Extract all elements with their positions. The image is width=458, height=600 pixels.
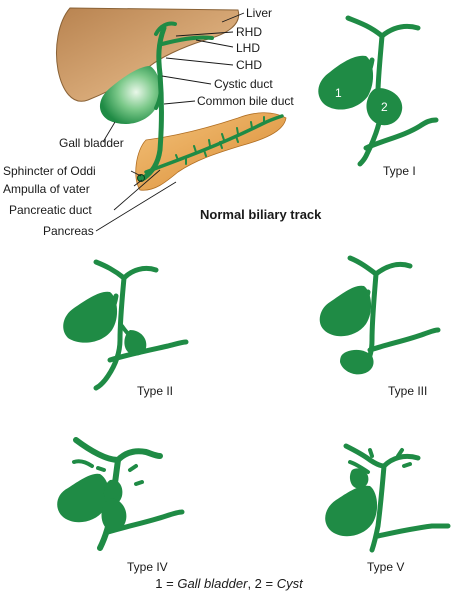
diagram-title: Normal biliary track [200, 207, 322, 222]
label-pancreas: Pancreas [43, 224, 94, 238]
label-cystic-duct: Cystic duct [214, 77, 273, 91]
type-5-label: Type V [367, 560, 404, 574]
type3-gall-bladder [319, 285, 372, 337]
ampulla-dot [137, 174, 145, 182]
type1-number-2: 2 [381, 100, 388, 114]
label-rhd: RHD [236, 25, 262, 39]
type2-gall-bladder [63, 291, 118, 343]
leader-lines [95, 12, 245, 232]
type-1-diagram: 1 2 Type I [318, 15, 439, 178]
type-4-diagram: Type IV [57, 437, 185, 574]
label-gall-bladder: Gall bladder [59, 136, 124, 150]
type-1-label: Type I [383, 164, 416, 178]
label-liver: Liver [246, 6, 272, 20]
type4-extrahepatic-cyst [101, 498, 127, 531]
gall-bladder-shape [99, 66, 161, 124]
caption-cyst: Cyst [276, 576, 303, 591]
caption-number-2: , 2 = [247, 576, 277, 591]
caption-number-1: 1 = [155, 576, 178, 591]
type1-cyst [366, 88, 403, 126]
type4-intrahepatic-cyst-1 [103, 479, 123, 505]
label-chd: CHD [236, 58, 262, 72]
type-3-diagram: Type III [319, 255, 441, 398]
type-3-label: Type III [388, 384, 427, 398]
type1-number-1: 1 [335, 86, 342, 100]
type-5-diagram: Type V [325, 443, 451, 574]
type-4-label: Type IV [127, 560, 168, 574]
type4-gall-bladder [57, 473, 109, 523]
type2-diverticulum [124, 330, 147, 356]
type-2-label: Type II [137, 384, 173, 398]
normal-anatomy: Liver RHD LHD CHD Cystic duct Common bil… [3, 6, 322, 238]
type5-intrahepatic-cysts [349, 468, 369, 489]
legend-caption: 1 = Gall bladder, 2 = Cyst [0, 576, 458, 591]
caption-gall-bladder: Gall bladder [177, 576, 248, 591]
type3-choledochocele [340, 349, 374, 375]
label-lhd: LHD [236, 41, 260, 55]
label-ampulla-of-vater: Ampulla of vater [3, 182, 90, 196]
normal-ducts [141, 21, 284, 181]
label-pancreatic-duct: Pancreatic duct [9, 203, 92, 217]
label-common-bile-duct: Common bile duct [197, 94, 294, 108]
type-2-diagram: Type II [63, 259, 189, 398]
label-sphincter-of-oddi: Sphincter of Oddi [3, 164, 96, 178]
type5-gall-bladder [325, 485, 378, 537]
type1-gall-bladder [318, 55, 374, 110]
